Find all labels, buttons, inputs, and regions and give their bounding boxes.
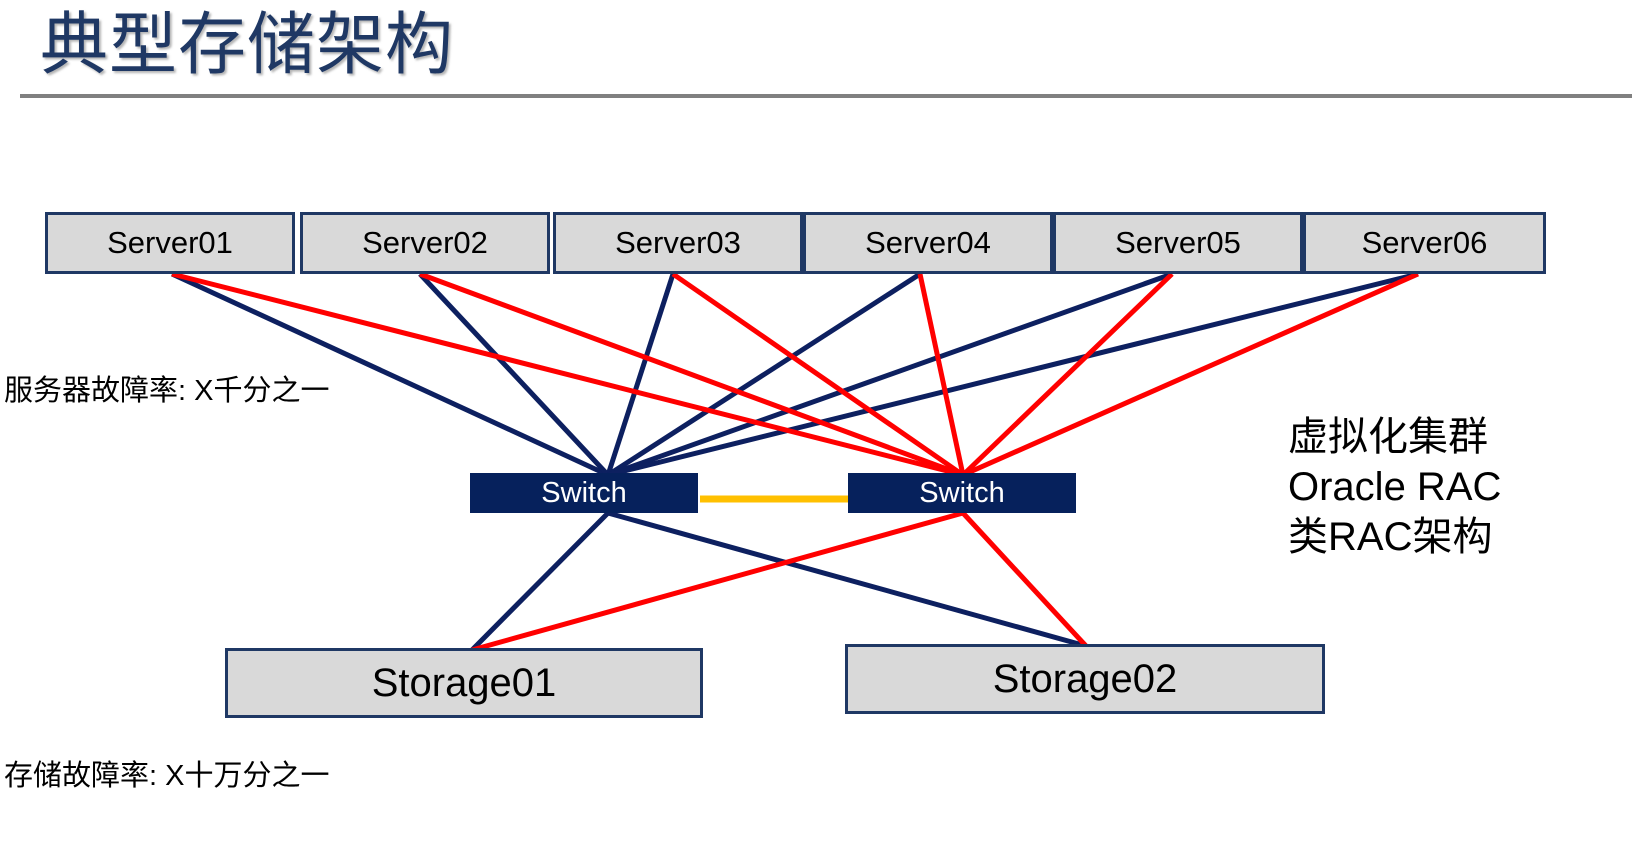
links-servers-to-switch-a [170,271,1419,478]
link-server03-switchA [605,273,676,476]
page-title: 典型存储架构 [40,7,455,83]
switch-label: Switch [541,476,627,509]
storage-node-02[interactable]: Storage02 [845,644,1325,714]
switch-label: Switch [919,476,1005,509]
link-server02-switchB [419,271,964,478]
storage-label: Storage02 [992,656,1178,701]
link-server01-switchB [171,271,964,478]
link-server03-switchB [671,271,965,478]
storage-failure-rate-annotation: 存储故障率: X十万分之一 [4,760,330,792]
link-server02-switchA [418,272,610,477]
link-server06-switchB [961,271,1420,478]
server-node-06[interactable]: Server06 [1303,212,1546,274]
link-server01-switchA [170,271,610,478]
storage-label: Storage01 [371,660,557,705]
link-switchB-storage02 [961,511,1088,648]
cluster-note-line-1: 虚拟化集群 [1288,415,1488,459]
switch-node-b[interactable]: Switch [848,473,1076,513]
link-server05-switchB [961,272,1174,477]
server-label: Server06 [1361,225,1488,260]
link-server04-switchB [917,273,966,476]
server-label: Server01 [107,225,233,260]
links-switch-b-to-storage [471,510,1088,653]
server-node-01[interactable]: Server01 [45,212,295,274]
title-divider [20,94,1632,98]
server-node-03[interactable]: Server03 [553,212,803,274]
server-node-04[interactable]: Server04 [803,212,1053,274]
links-servers-to-switch-b [171,271,1420,478]
link-server04-switchA [606,271,922,478]
cluster-note-line-3: 类RAC架构 [1288,515,1493,559]
server-failure-rate-annotation: 服务器故障率: X千分之一 [4,375,330,407]
server-label: Server02 [362,225,488,260]
server-label: Server03 [615,225,741,260]
cluster-note: 虚拟化集群 Oracle RAC 类RAC架构 [1288,412,1501,562]
link-server06-switchA [607,271,1419,478]
link-server05-switchA [607,271,1173,478]
switch-node-a[interactable]: Switch [470,473,698,513]
server-node-02[interactable]: Server02 [300,212,550,274]
link-switchA-storage02 [607,510,1087,649]
link-switchA-storage01 [470,511,610,652]
server-label: Server04 [865,225,991,260]
server-label: Server05 [1115,225,1241,260]
cluster-note-line-2: Oracle RAC [1288,465,1502,509]
links-switch-a-to-storage [470,510,1087,652]
storage-node-01[interactable]: Storage01 [225,648,703,718]
server-node-05[interactable]: Server05 [1053,212,1303,274]
link-switchB-storage01 [471,510,964,653]
